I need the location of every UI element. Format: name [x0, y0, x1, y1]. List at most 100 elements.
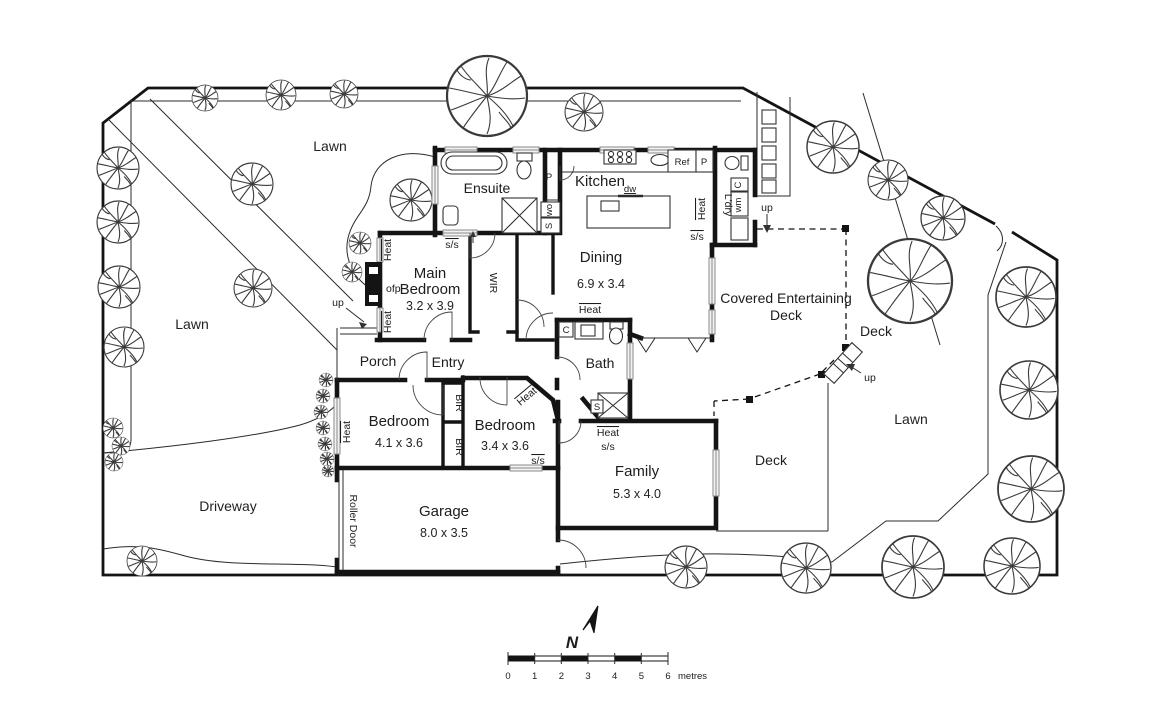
bath-label: Bath — [586, 355, 615, 371]
tree — [999, 360, 1059, 420]
tree — [321, 464, 335, 478]
up-laundry: up — [761, 202, 773, 214]
pantry-label-1: P — [546, 172, 552, 183]
up-arrows — [345, 214, 862, 374]
tree — [191, 84, 219, 112]
cupboard-laundry-box — [730, 177, 749, 192]
laundry-fixtures — [724, 155, 749, 241]
main-bedroom-label-2: Bedroom — [400, 281, 461, 298]
wir-label: WIR — [487, 273, 499, 294]
bir-label-1: BIR — [453, 394, 465, 412]
lawn-label-right: Lawn — [894, 411, 927, 427]
tree — [318, 372, 334, 388]
laundry-trough — [730, 217, 749, 241]
tree — [881, 535, 945, 599]
washing-machine-box — [730, 191, 749, 217]
tree — [983, 537, 1041, 595]
scale-tick-label: 3 — [585, 671, 590, 682]
wall-oven-box — [540, 201, 561, 218]
ensuite-label: Ensuite — [464, 180, 511, 196]
tree — [389, 178, 433, 222]
kitchen-label: Kitchen — [575, 173, 625, 190]
bedroom1-dims: 4.1 x 3.6 — [375, 436, 423, 450]
stove-box — [540, 217, 561, 234]
shower-bath — [590, 392, 629, 419]
pantry-label-2: P — [701, 157, 707, 168]
fireplace-label: ofp — [386, 283, 401, 295]
tree — [866, 237, 954, 325]
scale-tick-label: 1 — [532, 671, 537, 682]
lawn-label-top: Lawn — [313, 138, 346, 154]
heat-bath: Heat — [579, 304, 601, 316]
tree — [265, 79, 297, 111]
doors — [398, 165, 587, 569]
tree — [317, 436, 333, 452]
heat-bedroom2: Heat — [515, 385, 540, 409]
shower-ensuite — [501, 197, 538, 234]
tree — [867, 159, 909, 201]
lawn-label-left: Lawn — [175, 316, 208, 332]
toilet-laundry — [740, 155, 749, 171]
roller-door — [338, 470, 344, 570]
deck-lower-label: Deck — [755, 452, 788, 468]
tree — [997, 455, 1065, 523]
ss-garage: s/s — [531, 455, 544, 467]
bir-label-2: BIR — [453, 438, 465, 456]
tree — [233, 268, 273, 308]
tree — [104, 452, 124, 472]
roller-door-label: Roller Door — [347, 494, 359, 548]
bedroom1-label: Bedroom — [369, 413, 430, 430]
labels: Lawn Lawn Lawn Driveway Ensuite Kitchen … — [175, 138, 927, 548]
entry-label: Entry — [432, 354, 465, 370]
toilet-ensuite — [516, 152, 533, 162]
tree — [995, 266, 1057, 328]
north-needle-dark — [589, 605, 599, 634]
porch-label: Porch — [360, 353, 397, 369]
scale-tick-label: 4 — [612, 671, 617, 682]
garage-label: Garage — [419, 503, 469, 520]
north-label: N — [566, 633, 579, 652]
dining-dims: 6.9 x 3.4 — [577, 277, 625, 291]
family-dims: 5.3 x 4.0 — [613, 487, 661, 501]
basin-ensuite — [442, 205, 459, 226]
porch-edge — [336, 327, 377, 380]
garage-dims: 8.0 x 3.5 — [420, 526, 468, 540]
scale-tick-label: 6 — [665, 671, 670, 682]
scale-tick-label: 2 — [559, 671, 564, 682]
ss-main-bed: s/s — [445, 239, 458, 251]
fixtures-layer — [365, 149, 749, 419]
wall-oven-label: wo — [544, 204, 555, 217]
dishwasher-label: dw — [624, 184, 636, 195]
family-label: Family — [615, 463, 660, 480]
heat-main-bed-s: Heat — [382, 311, 394, 333]
washing-machine-label: wm — [733, 198, 744, 214]
shower-bath-label: S — [594, 402, 600, 413]
scale-tick-label: 5 — [639, 671, 644, 682]
tree — [564, 92, 604, 132]
fridge-label: Ref — [675, 157, 690, 168]
covered-deck-label-1: Covered Entertaining — [720, 290, 852, 306]
pantry-box — [695, 149, 714, 173]
ss-family: s/s — [601, 441, 614, 453]
stove-label: S — [544, 223, 555, 229]
tree — [445, 54, 529, 138]
tree — [920, 195, 966, 241]
site-boundary — [101, 86, 1059, 577]
tree — [313, 404, 329, 420]
tree — [664, 545, 708, 589]
covered-deck-label-2: Deck — [770, 307, 803, 323]
driveway-label: Driveway — [199, 498, 257, 514]
cupboard-bath-box — [558, 321, 574, 338]
kitchen-sink — [650, 153, 670, 167]
dining-label: Dining — [580, 249, 623, 266]
tree — [96, 146, 140, 190]
deck-steps — [822, 341, 864, 385]
up-deck: up — [864, 372, 876, 384]
tree — [780, 542, 832, 594]
island-bench — [586, 194, 671, 229]
main-bedroom-label-1: Main — [414, 265, 447, 282]
tree — [96, 200, 140, 244]
